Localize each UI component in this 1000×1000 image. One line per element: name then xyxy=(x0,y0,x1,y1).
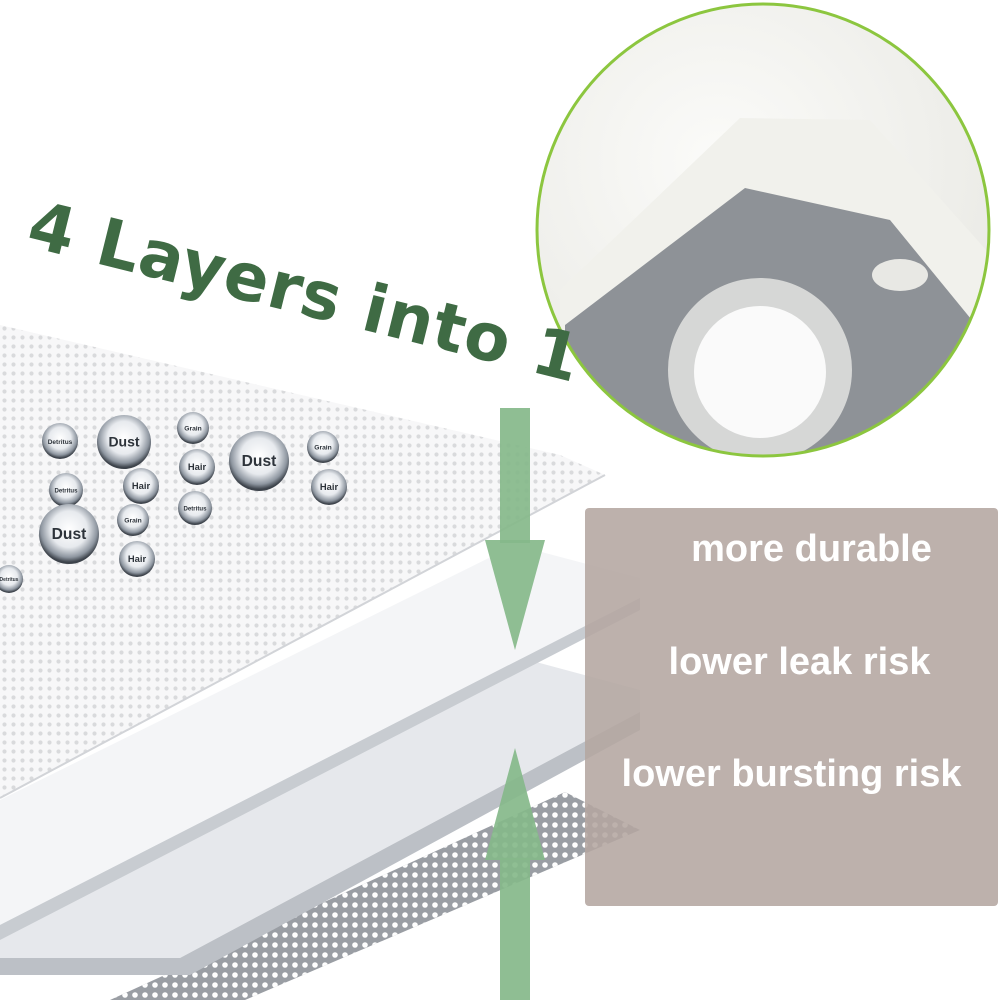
particle-label: Dust xyxy=(52,526,87,543)
particle-hair: Hair xyxy=(123,468,159,504)
particle-bubble xyxy=(39,504,99,564)
particle-bubble xyxy=(123,468,159,504)
benefit-leak: lower leak risk xyxy=(668,641,931,683)
particle-dust: Dust xyxy=(97,415,151,469)
particle-bubble xyxy=(97,415,151,469)
particle-detritus: Detritus xyxy=(49,473,83,507)
particle-bubble xyxy=(119,541,155,577)
particle-hair: Hair xyxy=(311,469,347,505)
benefits-panel: more durable lower leak risk lower burst… xyxy=(585,508,998,906)
particle-label: Detritus xyxy=(0,577,19,583)
particle-grain: Grain xyxy=(177,412,209,444)
particle-label: Grain xyxy=(184,426,201,433)
particle-bubble xyxy=(117,504,149,536)
particle-label: Detritus xyxy=(48,439,73,446)
particle-label: Hair xyxy=(128,553,147,564)
particle-grain: Grain xyxy=(307,431,339,463)
particle-detritus: Detritus xyxy=(42,423,78,459)
particle-bubble xyxy=(49,473,83,507)
particle-label: Hair xyxy=(188,461,207,472)
arrow-down-icon xyxy=(485,408,545,650)
particle-label: Grain xyxy=(314,445,331,452)
benefit-bursting: lower bursting risk xyxy=(621,753,962,795)
particle-hair: Hair xyxy=(179,449,215,485)
particle-bubble xyxy=(229,431,289,491)
layer-2-sheet xyxy=(0,545,640,940)
particle-hair: Hair xyxy=(119,541,155,577)
particle-bubble xyxy=(42,423,78,459)
particle-grain: Grain xyxy=(117,504,149,536)
particle-bubble xyxy=(178,491,212,525)
particle-label: Detritus xyxy=(183,506,207,513)
particle-label: Detritus xyxy=(54,488,78,495)
layer-3-sheet xyxy=(0,655,640,975)
particle-dust: Dust xyxy=(39,504,99,564)
particle-bubble xyxy=(311,469,347,505)
particle-label: Hair xyxy=(132,480,151,491)
particle-label: Grain xyxy=(124,518,141,525)
particle-bubble xyxy=(0,565,23,593)
particle-detritus: Detritus xyxy=(178,491,212,525)
bag-collar-zoom xyxy=(535,2,991,458)
particle-detritus: Detritus xyxy=(0,565,23,593)
particle-bubble xyxy=(307,431,339,463)
particle-label: Dust xyxy=(242,453,277,470)
particle-label: Dust xyxy=(108,433,139,449)
particle-dust: Dust xyxy=(229,431,289,491)
particle-bubble xyxy=(179,449,215,485)
benefit-durable: more durable xyxy=(691,528,932,570)
particle-label: Hair xyxy=(320,481,339,492)
particle-bubble xyxy=(177,412,209,444)
arrow-up-icon xyxy=(485,748,545,1000)
